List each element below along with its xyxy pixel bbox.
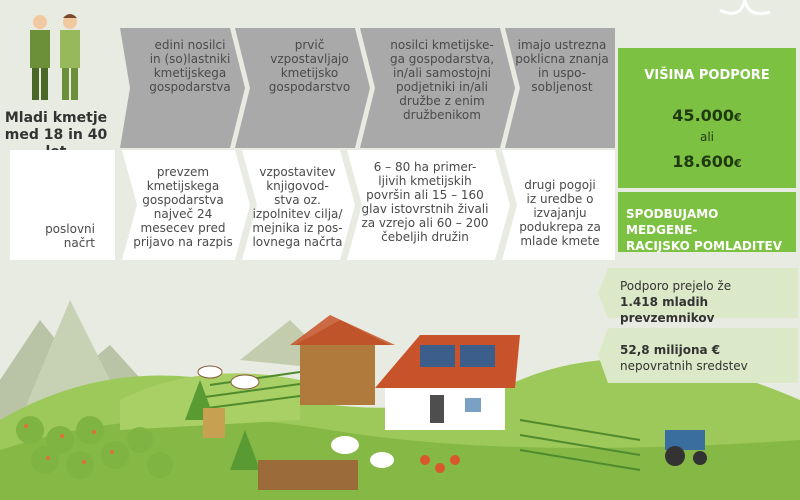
amount-1-value: 45.000 <box>672 106 735 125</box>
stat-funds-line2: nepovratnih sredstev <box>620 359 748 373</box>
support-amount-1: 45.000€ <box>618 106 796 125</box>
criteria-top-3: nosilci kmetijske- ga gospodarstva, in/a… <box>389 38 495 122</box>
criteria-bottom-1: poslovni načrt <box>45 222 95 250</box>
criteria-top-4: imajo ustrezna poklicna znanja in uspo- … <box>515 38 609 94</box>
promo-text: SPODBUJAMO MEDGENE- RACIJSKO POMLADITEV <box>626 207 783 253</box>
stat-recipients-line1: Podporo prejelo že <box>620 279 732 293</box>
criteria-top-2: prvič vzpostavljajo kmetijsko gospodarst… <box>268 38 351 94</box>
stat-recipients: Podporo prejelo že 1.418 mladih prevzemn… <box>620 278 795 326</box>
amount-1-currency: € <box>734 111 742 124</box>
support-panel: VIŠINA PODPORE 45.000€ ali 18.600€ <box>618 48 796 188</box>
promo-panel: SPODBUJAMO MEDGENE- RACIJSKO POMLADITEV <box>618 192 796 253</box>
criteria-bottom-5: drugi pogoji iz uredbe o izvajanju poduk… <box>519 178 601 248</box>
farmers-icon <box>30 14 80 100</box>
criteria-bottom-4: 6 – 80 ha primer- ljivih kmetijskih povr… <box>361 160 489 244</box>
stat-panels-bg <box>598 268 798 383</box>
support-heading: VIŠINA PODPORE <box>644 68 770 83</box>
criteria-top-1: edini nosilci in (so)lastniki kmetijskeg… <box>149 38 231 94</box>
stat-recipients-line2: 1.418 mladih prevzemnikov <box>620 295 715 325</box>
amount-2-currency: € <box>734 157 742 170</box>
stat-funds-line1: 52,8 milijona € <box>620 343 721 357</box>
stat-funds: 52,8 milijona € nepovratnih sredstev <box>620 342 795 374</box>
support-amount-2: 18.600€ <box>618 152 796 171</box>
support-or: ali <box>699 130 715 144</box>
top-row-chevrons <box>120 28 615 148</box>
amount-2-value: 18.600 <box>672 152 735 171</box>
criteria-bottom-2: prevzem kmetijskega gospodarstva največ … <box>133 165 233 249</box>
bottom-row-chevrons <box>10 150 615 260</box>
criteria-bottom-3: vzpostavitev knjigovod- stva oz. izpolni… <box>252 165 343 249</box>
